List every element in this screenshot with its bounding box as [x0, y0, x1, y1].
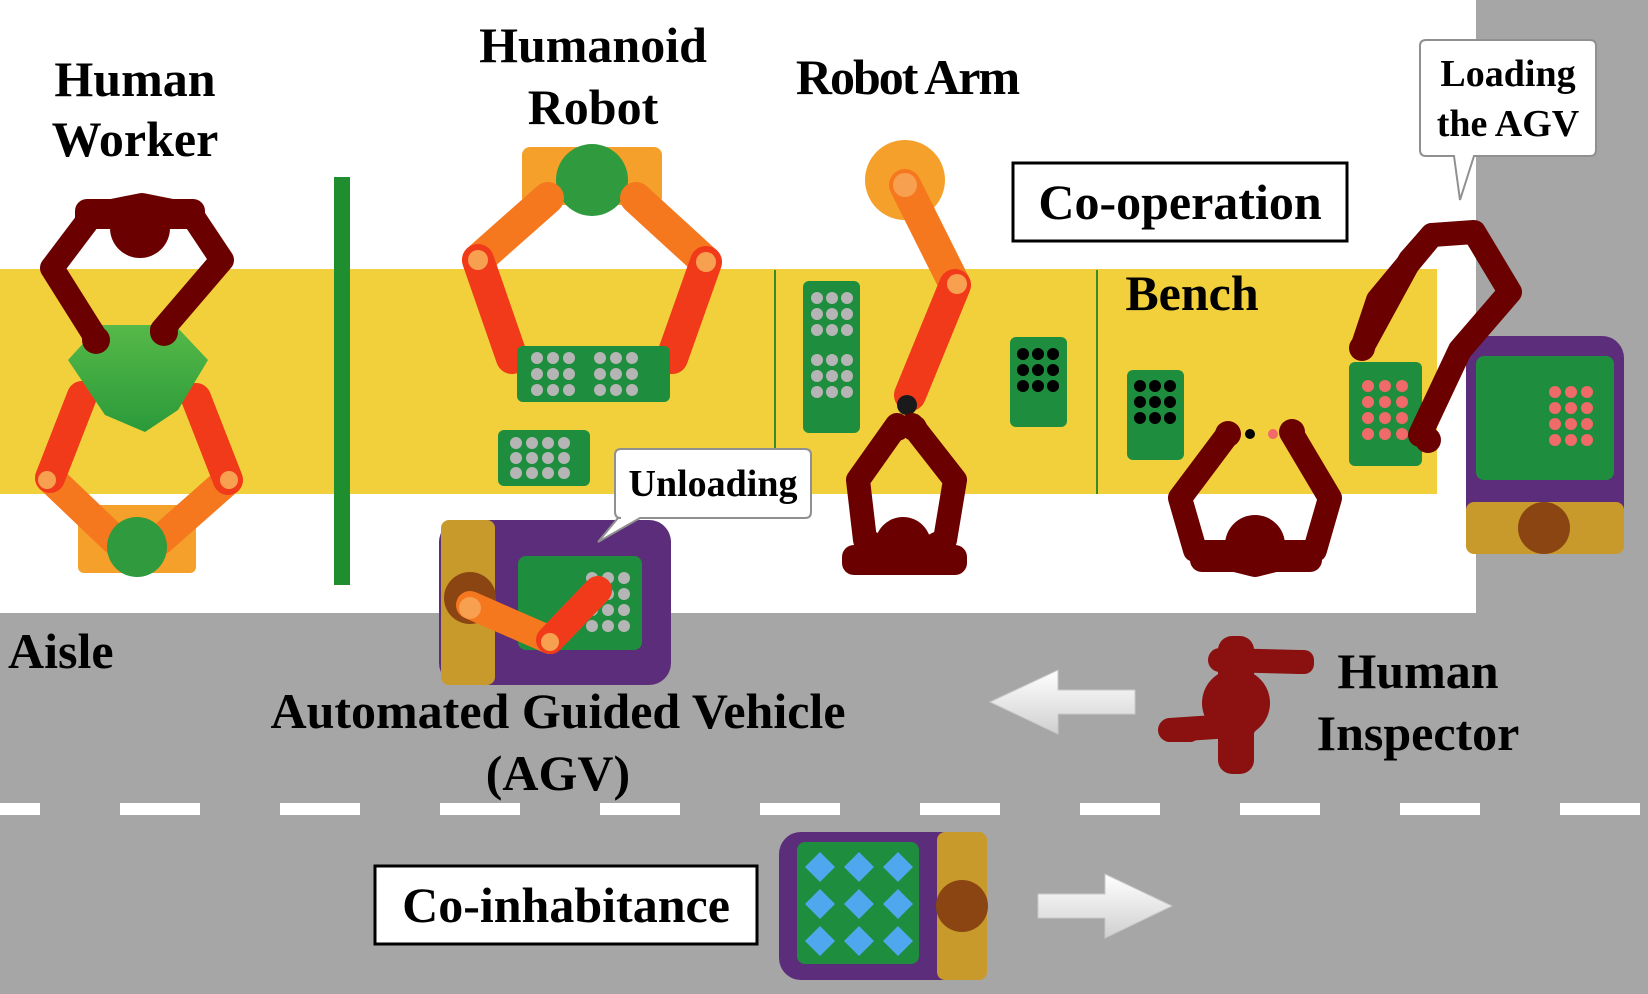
safety-divider: [334, 177, 350, 585]
co-inhabitance-box: Co-inhabitance: [373, 864, 759, 946]
humanoid-label-1: Humanoid: [479, 17, 707, 73]
inspector-label-2: Inspector: [1317, 705, 1520, 761]
arrow-right-icon: [1037, 873, 1174, 939]
loading-label-line1: Loading: [1440, 53, 1575, 95]
agv-icon: [439, 520, 671, 685]
unloading-callout: Unloading: [597, 448, 812, 543]
co-operation-box: Co-operation: [1011, 161, 1349, 243]
human-worker-label-2: Worker: [52, 111, 219, 167]
agv-label-2: (AGV): [486, 745, 630, 801]
co-operation-label: Co-operation: [1038, 174, 1321, 230]
unloading-label: Unloading: [629, 463, 798, 505]
bench-label: Bench: [1125, 265, 1259, 321]
robot-arm-label: Robot Arm: [796, 49, 1020, 105]
agv-label-1: Automated Guided Vehicle: [270, 683, 845, 739]
co-inhabitance-label: Co-inhabitance: [402, 877, 730, 933]
human-inspector-icon: [1158, 636, 1314, 774]
robot-arm-icon: [803, 140, 1067, 575]
lane-divider: [0, 803, 1640, 815]
arrow-left-icon: [988, 669, 1136, 735]
human-worker-label-1: Human: [54, 51, 215, 107]
human-worker-icon: [35, 193, 243, 577]
loading-agv-group: [1349, 220, 1624, 554]
inspector-label-1: Human: [1337, 643, 1498, 699]
agv-co-inhabitance: [779, 832, 988, 980]
humanoid-label-2: Robot: [528, 79, 659, 135]
loading-callout: Loading the AGV: [1419, 39, 1597, 201]
bench-parts: [1127, 370, 1342, 577]
aisle-label: Aisle: [8, 623, 114, 679]
loading-label-line2: the AGV: [1437, 103, 1580, 145]
humanoid-robot-icon: [462, 144, 722, 486]
